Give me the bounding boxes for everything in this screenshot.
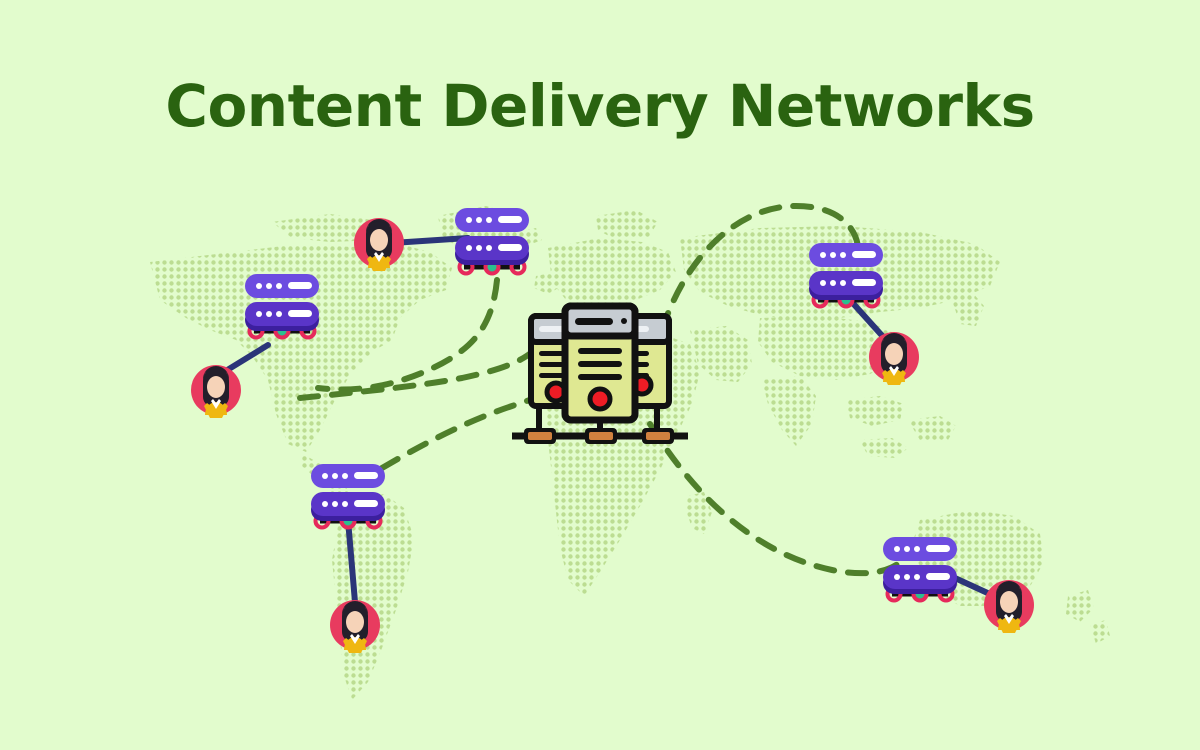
edge-node-east-asia[interactable] — [809, 243, 919, 385]
edge-node-west-europe[interactable] — [191, 274, 319, 418]
origin-server-cluster[interactable] — [512, 302, 688, 444]
server-base-bus — [512, 404, 688, 444]
link-line — [847, 297, 889, 343]
page-title: Content Delivery Networks — [165, 72, 1035, 140]
status-led — [587, 386, 613, 412]
server-tower-center — [561, 302, 639, 424]
user-avatar[interactable] — [330, 600, 380, 653]
user-avatar[interactable] — [191, 365, 241, 418]
route-north-america — [315, 277, 500, 393]
link-line — [389, 235, 471, 246]
user-avatar[interactable] — [354, 218, 404, 271]
link-line — [345, 517, 358, 605]
user-avatar[interactable] — [984, 580, 1034, 633]
edge-node-oceania[interactable] — [883, 537, 1034, 633]
route-east-asia — [659, 202, 862, 333]
edge-node-north-america[interactable] — [354, 208, 529, 276]
route-west-europe — [297, 349, 535, 401]
link-line — [221, 342, 271, 375]
user-avatar[interactable] — [869, 332, 919, 385]
edge-node-south-america[interactable] — [311, 464, 385, 653]
